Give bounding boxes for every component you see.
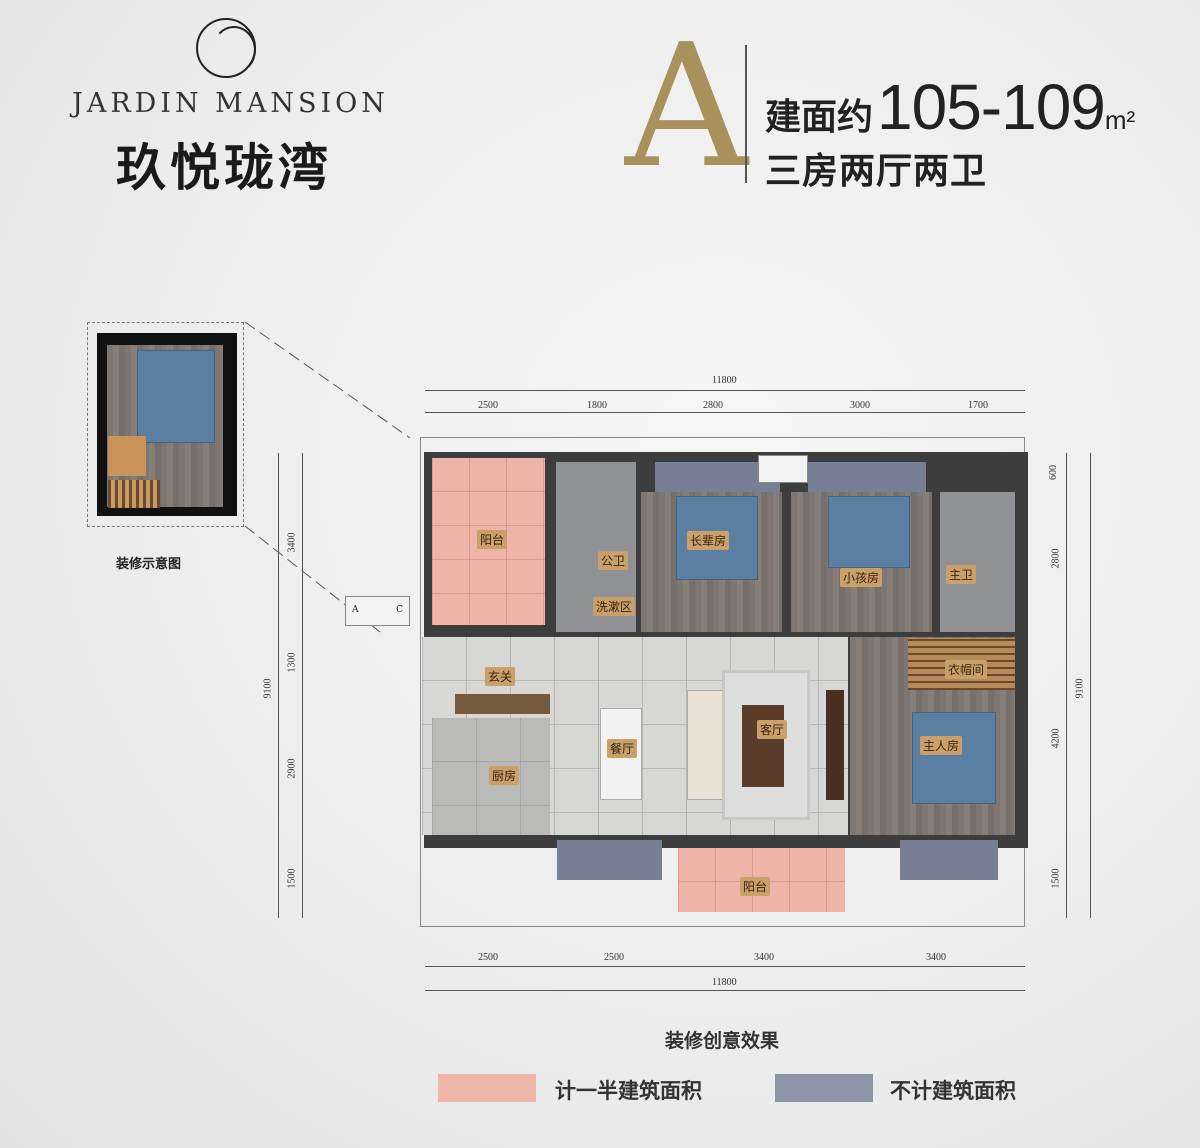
dim-left-2: 1300 xyxy=(286,652,298,673)
label-elder-room: 长辈房 xyxy=(687,531,730,550)
unit-type: A xyxy=(625,8,748,206)
dim-bottom-2: 2500 xyxy=(604,952,624,963)
label-balcony-south: 阳台 xyxy=(740,877,771,896)
coffee-table xyxy=(742,705,784,787)
dim-bottom-1: 2500 xyxy=(478,952,498,963)
dim-right-2: 2800 xyxy=(1050,548,1062,569)
label-public-bath: 公卫 xyxy=(598,551,629,570)
label-child-room: 小孩房 xyxy=(840,568,883,587)
dim-bottom-total: 11800 xyxy=(712,977,737,988)
label-cloakroom: 衣帽间 xyxy=(945,660,988,679)
label-dining-room: 餐厅 xyxy=(607,739,638,758)
dim-line-right-total xyxy=(1090,453,1091,918)
brand-name-cn: 玖悦珑湾 xyxy=(116,138,332,197)
label-balcony-north: 阳台 xyxy=(477,530,508,549)
bottom-strip xyxy=(900,840,998,880)
dim-line-bottom-total xyxy=(425,990,1025,991)
dim-right-3: 4200 xyxy=(1050,728,1062,749)
label-master-bath: 主卫 xyxy=(946,565,977,584)
label-master-bedroom: 主人房 xyxy=(920,736,963,755)
label-wash-area: 洗漱区 xyxy=(593,597,636,616)
label-foyer: 玄关 xyxy=(485,667,516,686)
layout-text: 三房两厅两卫 xyxy=(765,150,988,192)
dim-left-total: 9100 xyxy=(262,678,274,699)
dim-line-left-total xyxy=(278,453,279,918)
legend-label-half-area: 计一半建筑面积 xyxy=(555,1078,702,1103)
legend-label-excluded-area: 不计建筑面积 xyxy=(890,1078,1016,1103)
inset-frame xyxy=(87,322,244,527)
dim-top-1: 2500 xyxy=(478,400,498,411)
legend-swatch-half-area xyxy=(438,1074,536,1102)
area-unit: m² xyxy=(1104,105,1136,135)
dim-top-3: 2800 xyxy=(703,400,723,411)
dim-left-1: 3400 xyxy=(286,532,298,553)
legend-swatch-excluded-area xyxy=(775,1074,873,1102)
dim-bottom-4: 3400 xyxy=(926,952,946,963)
label-living-room: 客厅 xyxy=(757,720,788,739)
dim-top-4: 3000 xyxy=(850,400,870,411)
dim-line-top xyxy=(425,412,1025,413)
plan-caption: 装修创意效果 xyxy=(665,1030,780,1052)
dim-line-left xyxy=(302,453,303,918)
brand-name-en: JARDIN MANSION xyxy=(72,88,389,119)
sofa xyxy=(687,690,727,800)
inset-bed xyxy=(137,350,215,443)
child-bed xyxy=(828,496,910,568)
area-range: 105-109 xyxy=(877,71,1106,143)
bottom-strip xyxy=(557,840,662,880)
ac-unit-top xyxy=(758,455,808,483)
dim-right-total: 9100 xyxy=(1074,678,1086,699)
divider xyxy=(745,45,747,183)
master-bed xyxy=(912,712,996,804)
inset-connector-lines xyxy=(244,321,411,633)
ac-label-c: C xyxy=(396,605,403,615)
area-line: 建面约 105-109 m² xyxy=(765,70,1135,144)
tv-cabinet xyxy=(826,690,844,800)
dim-top-total: 11800 xyxy=(712,375,737,386)
dim-right-4: 1500 xyxy=(1050,868,1062,889)
dim-left-4: 1500 xyxy=(286,868,298,889)
dim-right-1: 600 xyxy=(1048,465,1059,480)
inset-wardrobe xyxy=(108,480,160,508)
window-strip xyxy=(808,462,926,492)
dim-top-5: 1700 xyxy=(968,400,988,411)
dim-line-right xyxy=(1066,453,1067,918)
dim-line-top-total xyxy=(425,390,1025,391)
label-kitchen: 厨房 xyxy=(489,766,520,785)
inset-desk xyxy=(108,436,146,476)
kitchen-cabinet xyxy=(455,694,550,714)
dim-line-bottom xyxy=(425,966,1025,967)
master-bath xyxy=(940,492,1015,632)
area-prefix: 建面约 xyxy=(765,96,874,138)
inset-caption: 装修示意图 xyxy=(116,557,182,572)
dim-top-2: 1800 xyxy=(587,400,607,411)
ac-label-a: A xyxy=(352,605,359,615)
logo-icon xyxy=(196,18,256,78)
dim-bottom-3: 3400 xyxy=(754,952,774,963)
dim-left-3: 2900 xyxy=(286,758,298,779)
